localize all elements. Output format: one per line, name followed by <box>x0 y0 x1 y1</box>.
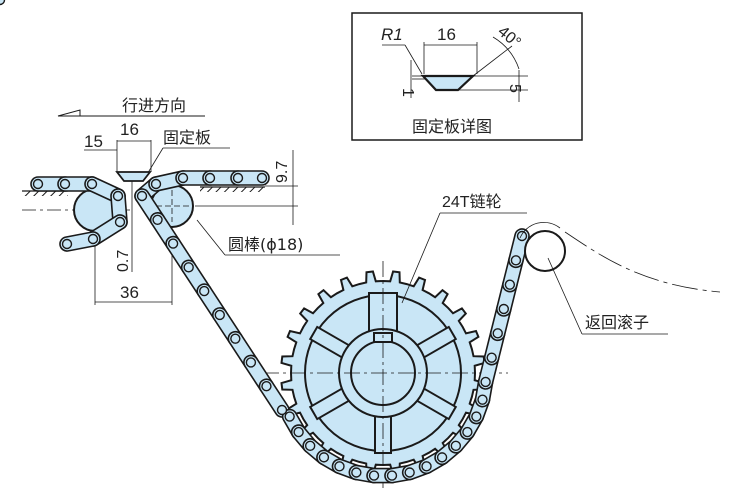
chain-pin <box>245 357 257 368</box>
chain-pin <box>450 440 462 452</box>
fixed-plate <box>115 171 152 182</box>
detail-radius-label: R1 <box>381 25 403 44</box>
detail-width-label: 16 <box>437 25 456 44</box>
chain-pin <box>261 381 272 392</box>
direction-label: 行进方向 <box>122 96 186 115</box>
chain-pin <box>318 452 330 463</box>
chain-pin <box>386 470 398 481</box>
chain-pin <box>421 461 432 472</box>
chain-pin <box>486 352 497 363</box>
chain-pin <box>276 404 288 416</box>
chain-pin <box>61 238 73 250</box>
chain-pin <box>304 440 316 452</box>
detail-box: 16 R1 40° 5 1 固定板详图 <box>351 12 583 141</box>
dim-16-label: 16 <box>120 120 139 139</box>
chain-pin <box>0 0 6 6</box>
left-rail <box>22 191 68 196</box>
chain-pin <box>59 178 71 190</box>
chain-pin <box>199 285 210 297</box>
chain-pin <box>471 411 482 422</box>
chain-pin <box>504 279 516 290</box>
return-roller <box>524 230 566 272</box>
sprocket-label: 24T链轮 <box>442 193 502 211</box>
chain-pin <box>112 190 124 202</box>
round-bar-label: 圆棒(ϕ18) <box>228 235 303 254</box>
dim-97-label: 9.7 <box>274 161 291 183</box>
detail-height-label: 5 <box>506 84 523 93</box>
roller-chain <box>0 0 530 484</box>
chain-pin <box>510 255 522 266</box>
direction-indicator: 行进方向 <box>57 96 205 117</box>
chain-pin <box>183 262 194 273</box>
chain-pin <box>152 214 163 225</box>
chain-pin <box>32 178 44 190</box>
chain-pin <box>114 216 126 228</box>
chain-pin <box>334 461 345 472</box>
fixed-plate-label: 固定板 <box>163 128 211 147</box>
chain-pin <box>498 303 510 315</box>
chain-pin <box>232 172 244 184</box>
dim-15-label: 15 <box>84 132 103 151</box>
chain-pin <box>480 376 491 388</box>
detail-box-title: 固定板详图 <box>412 117 492 136</box>
chain-pin <box>284 411 295 422</box>
chain-pin <box>204 172 216 184</box>
dim-36-label: 36 <box>120 283 139 302</box>
chain-pin <box>230 333 241 344</box>
chain-pin <box>351 467 362 478</box>
chain-pin <box>177 172 189 184</box>
chain-pin <box>214 309 225 321</box>
chain-pin <box>462 426 473 438</box>
chain-pin <box>87 233 99 245</box>
chain-pin <box>368 470 380 481</box>
chain-pin <box>86 178 98 190</box>
chain-pin <box>136 190 148 202</box>
right-rail <box>200 187 265 192</box>
chain-pin <box>256 172 268 184</box>
direction-arrow-icon <box>57 109 81 117</box>
chain-pin <box>436 452 448 463</box>
chain-pin <box>150 178 162 190</box>
chain-pin <box>516 230 528 242</box>
chain-pin <box>492 328 503 339</box>
return-roller-label: 返回滚子 <box>585 313 649 332</box>
chain-pin <box>293 426 304 438</box>
sprocket <box>263 261 508 488</box>
chain-pin <box>477 394 488 405</box>
chain-pin <box>167 238 179 249</box>
dim-07-label: 0.7 <box>115 250 132 272</box>
chain-pin <box>404 467 415 478</box>
detail-thickness-label: 1 <box>399 88 416 97</box>
